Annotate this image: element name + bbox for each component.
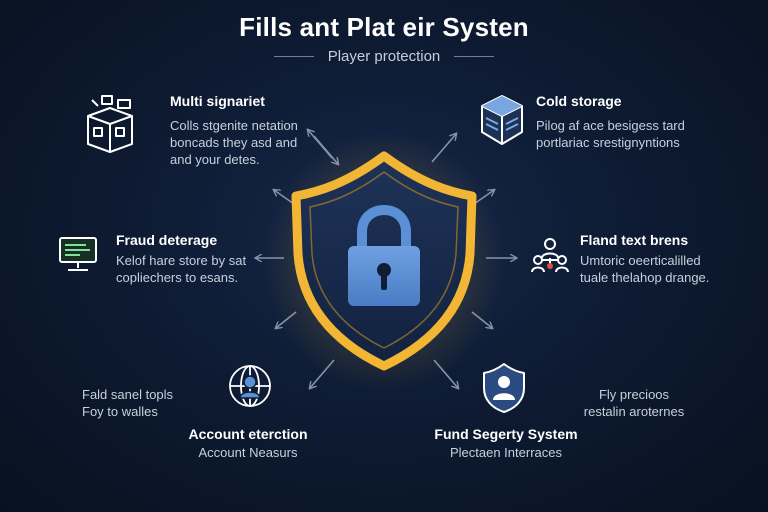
user-shield-icon <box>480 362 528 414</box>
multi-sig-desc-line: and your detes. <box>170 152 260 167</box>
fraud-block: Fraud deterage Kelof hare store by sat c… <box>116 232 246 286</box>
monitor-icon <box>56 234 100 276</box>
fland-desc-line: tuale thelahop drange. <box>580 270 710 285</box>
multi-sig-heading: Multi signariet <box>170 93 265 109</box>
fald-desc-line: Foy to walles <box>82 404 158 419</box>
multi-sig-desc-line: boncads they asd and <box>170 135 298 150</box>
fland-heading: Fland text brens <box>580 232 689 248</box>
account-block: Account eterction Account Neasurs <box>180 426 316 461</box>
diagram-subtitle: Player protection <box>327 48 441 65</box>
account-desc-line: Account Neasurs <box>198 445 298 460</box>
subtitle-divider-left <box>273 56 314 57</box>
cold-storage-desc-line: portlariac srestignyntions <box>536 135 680 150</box>
building-blocks-icon <box>82 92 138 156</box>
fly-desc-line: Fly precioos <box>598 387 670 402</box>
fund-block: Fund Segerty System Plectaen Interraces <box>426 426 586 461</box>
fald-block: Fald sanel topls Foy to walles <box>82 386 173 420</box>
cold-storage-desc-line: Pilog af ace besigess tard <box>536 118 685 133</box>
user-globe-icon <box>226 362 274 410</box>
fraud-desc-line: Kelof hare store by sat <box>116 253 247 268</box>
multi-sig-desc-line: Colls stgenite netation <box>170 118 298 133</box>
cold-storage-heading: Cold storage <box>536 93 622 109</box>
fland-desc-line: Umtoric oeerticalilled <box>580 253 701 268</box>
fly-desc-line: restalin aroternes <box>583 404 685 419</box>
fald-desc-line: Fald sanel topls <box>82 387 174 402</box>
cold-storage-block: Cold storage Pilog af ace besigess tard … <box>536 93 685 151</box>
diagram-title: Fills ant Plat eir Systen <box>239 12 529 42</box>
fund-heading: Fund Segerty System <box>434 426 578 442</box>
fraud-heading: Fraud deterage <box>116 232 218 248</box>
subtitle-divider-right <box>454 56 495 57</box>
fly-block: Fly precioos restalin aroternes <box>566 386 702 420</box>
subtitle-row: Player protection <box>0 48 768 65</box>
account-heading: Account eterction <box>188 426 308 442</box>
fraud-desc-line: copliechers to esans. <box>116 270 239 285</box>
server-cube-icon <box>478 92 526 148</box>
multi-sig-block: Multi signariet Colls stgenite netation … <box>170 93 298 168</box>
fland-block: Fland text brens Umtoric oeerticalilled … <box>580 232 709 286</box>
users-network-icon <box>528 236 572 276</box>
fund-desc-line: Plectaen Interraces <box>449 445 562 460</box>
